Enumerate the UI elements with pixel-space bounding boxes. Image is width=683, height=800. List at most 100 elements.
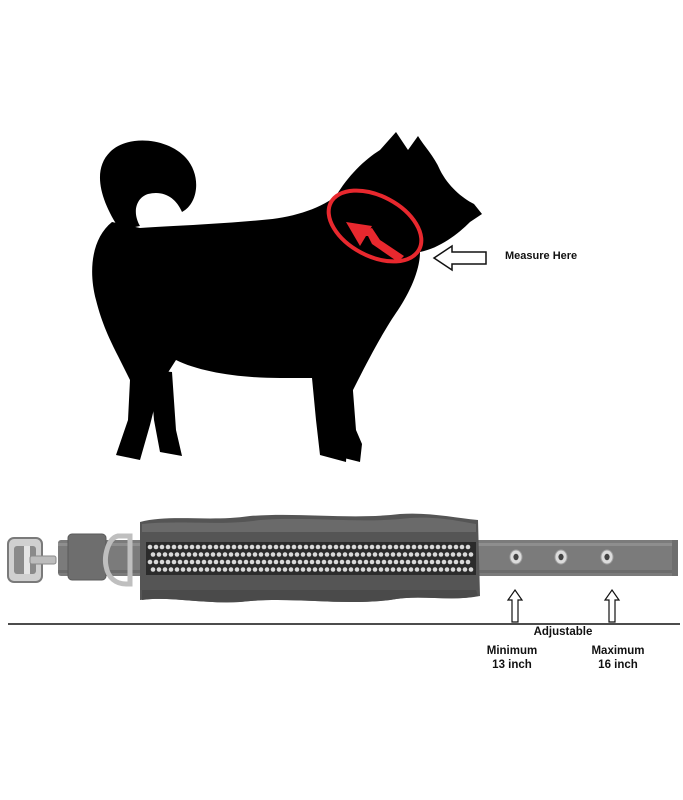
collar bbox=[7, 513, 678, 603]
rhinestone bbox=[363, 544, 369, 550]
rhinestone bbox=[195, 559, 201, 565]
rhinestone bbox=[414, 567, 420, 572]
rhinestone bbox=[285, 544, 291, 550]
rhinestone bbox=[426, 552, 432, 557]
rhinestone bbox=[207, 544, 213, 550]
rhinestone bbox=[381, 544, 387, 550]
rhinestone bbox=[171, 544, 177, 550]
maximum-label: Maximum bbox=[591, 645, 644, 657]
rhinestone bbox=[453, 559, 459, 565]
rhinestone bbox=[195, 544, 201, 550]
rhinestone bbox=[225, 559, 231, 565]
rhinestone bbox=[171, 559, 177, 565]
rhinestone bbox=[234, 567, 240, 572]
rhinestone bbox=[150, 552, 156, 557]
rhinestone bbox=[288, 552, 294, 557]
rhinestone bbox=[300, 567, 306, 572]
rhinestone bbox=[279, 559, 285, 565]
rhinestone bbox=[390, 552, 396, 557]
rhinestone bbox=[318, 567, 324, 572]
rhinestone bbox=[462, 552, 468, 557]
rhinestone bbox=[189, 559, 195, 565]
rhinestone bbox=[153, 559, 159, 565]
rhinestone bbox=[354, 567, 360, 572]
rhinestone bbox=[306, 567, 312, 572]
rhinestone bbox=[390, 567, 396, 572]
rhinestone bbox=[348, 552, 354, 557]
rhinestone bbox=[456, 552, 462, 557]
rhinestone bbox=[180, 567, 186, 572]
rhinestone bbox=[402, 552, 408, 557]
rhinestone bbox=[384, 552, 390, 557]
rhinestone bbox=[261, 559, 267, 565]
rhinestone bbox=[399, 559, 405, 565]
rhinestone bbox=[333, 559, 339, 565]
minimum-value: 13 inch bbox=[492, 659, 532, 671]
rhinestone bbox=[267, 544, 273, 550]
rhinestone bbox=[432, 552, 438, 557]
rhinestone bbox=[243, 544, 249, 550]
rhinestone bbox=[309, 559, 315, 565]
rhinestone bbox=[246, 552, 252, 557]
rhinestone bbox=[435, 559, 441, 565]
rhinestone bbox=[393, 544, 399, 550]
rhinestone bbox=[369, 559, 375, 565]
rhinestone bbox=[336, 552, 342, 557]
rhinestone bbox=[159, 559, 165, 565]
rhinestone bbox=[366, 567, 372, 572]
rhinestone bbox=[165, 544, 171, 550]
dog-tail bbox=[99, 140, 197, 230]
rhinestone bbox=[207, 559, 213, 565]
rhinestone bbox=[222, 567, 228, 572]
rhinestone bbox=[204, 567, 210, 572]
rhinestone bbox=[273, 559, 279, 565]
rhinestone bbox=[276, 552, 282, 557]
rhinestone bbox=[216, 552, 222, 557]
rhinestone bbox=[369, 544, 375, 550]
rhinestone bbox=[402, 567, 408, 572]
rhinestone bbox=[168, 552, 174, 557]
rhinestone bbox=[408, 567, 414, 572]
rhinestone bbox=[465, 559, 471, 565]
rhinestone bbox=[417, 544, 423, 550]
rhinestone bbox=[345, 559, 351, 565]
rhinestone bbox=[306, 552, 312, 557]
rhinestone bbox=[351, 544, 357, 550]
rhinestone bbox=[147, 544, 153, 550]
rhinestone bbox=[405, 544, 411, 550]
rhinestone bbox=[450, 552, 456, 557]
rhinestone bbox=[261, 544, 267, 550]
rhinestone bbox=[363, 559, 369, 565]
rhinestone bbox=[264, 552, 270, 557]
rhinestone bbox=[351, 559, 357, 565]
rhinestone bbox=[321, 544, 327, 550]
rhinestone bbox=[219, 544, 225, 550]
rhinestone bbox=[291, 559, 297, 565]
rhinestone bbox=[393, 559, 399, 565]
rhinestone bbox=[192, 567, 198, 572]
rhinestone bbox=[252, 567, 258, 572]
rhinestone bbox=[174, 552, 180, 557]
rhinestone bbox=[156, 552, 162, 557]
rhinestone bbox=[459, 559, 465, 565]
rhinestone bbox=[165, 559, 171, 565]
rhinestone bbox=[156, 567, 162, 572]
rhinestone bbox=[198, 567, 204, 572]
rhinestone bbox=[189, 544, 195, 550]
rhinestone bbox=[294, 567, 300, 572]
rhinestone bbox=[234, 552, 240, 557]
rhinestone bbox=[339, 559, 345, 565]
rhinestone bbox=[228, 567, 234, 572]
rhinestone bbox=[468, 567, 474, 572]
rhinestone bbox=[420, 567, 426, 572]
collar-d-ring bbox=[103, 533, 133, 587]
rhinestone bbox=[360, 552, 366, 557]
min-pointer-arrow-icon bbox=[506, 588, 524, 623]
rhinestone bbox=[420, 552, 426, 557]
rhinestone bbox=[321, 559, 327, 565]
rhinestone bbox=[432, 567, 438, 572]
rhinestone bbox=[186, 567, 192, 572]
rhinestone bbox=[174, 567, 180, 572]
rhinestone bbox=[339, 544, 345, 550]
